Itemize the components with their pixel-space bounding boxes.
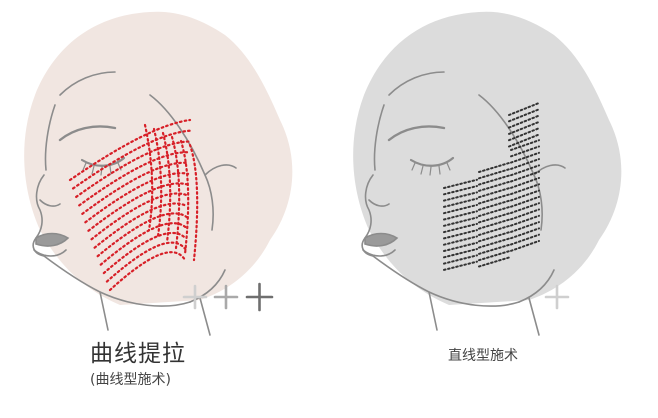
straight-dotted-line xyxy=(478,162,510,173)
straight-dotted-line xyxy=(443,241,478,252)
straight-dotted-line xyxy=(478,206,510,218)
straight-dotted-line xyxy=(510,221,540,233)
straight-dotted-line xyxy=(478,231,510,243)
straight-dotted-line xyxy=(510,214,540,227)
straight-dotted-line xyxy=(508,120,540,135)
straight-dotted-line xyxy=(510,208,540,221)
straight-dotted-line xyxy=(478,225,510,236)
straight-dotted-line xyxy=(443,254,478,265)
curved-dotted-line xyxy=(81,161,190,215)
straight-dotted-line xyxy=(443,178,478,189)
straight-dotted-line xyxy=(510,240,540,252)
curved-dotted-line xyxy=(102,231,187,275)
face-outline xyxy=(32,71,237,336)
straight-dotted-line xyxy=(510,233,540,246)
straight-dotted-line xyxy=(478,199,510,211)
straight-dotted-line xyxy=(478,180,510,192)
straight-dotted-line xyxy=(510,170,540,183)
straight-dotted-line xyxy=(478,187,510,199)
straight-dotted-line xyxy=(443,185,478,196)
straight-dotted-line xyxy=(508,133,540,148)
curved-lift-face-illustration xyxy=(24,11,293,336)
straight-dotted-line xyxy=(508,114,540,129)
straight-dotted-line xyxy=(510,189,540,202)
curved-dotted-lines xyxy=(68,118,199,292)
straight-dotted-line xyxy=(443,235,478,246)
straight-dotted-line xyxy=(443,197,478,208)
straight-dotted-line xyxy=(510,158,540,170)
plus-signs xyxy=(182,282,274,312)
straight-dotted-line xyxy=(508,108,540,123)
curved-dotted-line xyxy=(87,182,189,232)
plus-icon xyxy=(245,282,274,312)
curved-dotted-line xyxy=(90,192,189,241)
straight-dotted-line xyxy=(510,164,540,177)
straight-dotted-line xyxy=(510,227,540,240)
straight-dotted-line xyxy=(443,229,478,240)
curved-dotted-line xyxy=(170,135,181,250)
straight-dotted-line xyxy=(478,243,510,255)
curved-dotted-line xyxy=(84,172,190,224)
straight-dotted-line xyxy=(443,203,478,215)
straight-dotted-line xyxy=(478,250,510,262)
straight-dotted-line xyxy=(510,202,540,214)
curved-dotted-line xyxy=(96,212,188,258)
curved-lift-subtitle: (曲线型施术) xyxy=(90,372,171,388)
face-outline xyxy=(361,71,566,336)
hair-silhouette xyxy=(353,11,622,305)
straight-dotted-lines xyxy=(443,102,540,271)
straight-dotted-line xyxy=(510,195,540,208)
straight-dotted-line xyxy=(443,222,478,234)
curved-dotted-line xyxy=(108,251,187,292)
plus-icon xyxy=(213,284,239,310)
left-face-panel: 曲线提拉 (曲线型施术) xyxy=(24,11,293,388)
straight-dotted-line xyxy=(510,183,540,196)
curved-dotted-line xyxy=(143,123,154,232)
straight-dotted-line xyxy=(510,145,540,158)
straight-dotted-line xyxy=(443,191,478,202)
curved-dotted-line xyxy=(71,129,191,190)
curved-dotted-line xyxy=(75,140,191,199)
right-face-panel: 直线型施术 xyxy=(329,0,658,418)
straight-dotted-line xyxy=(478,237,510,249)
straight-dotted-line xyxy=(478,168,510,180)
straight-dotted-line xyxy=(510,177,540,189)
straight-dotted-line xyxy=(510,139,540,151)
straight-dotted-line xyxy=(478,212,510,224)
plus-icon xyxy=(544,284,570,310)
curved-dotted-line xyxy=(78,151,190,207)
curved-lift-title: 曲线提拉 xyxy=(90,341,186,367)
straight-dotted-line xyxy=(443,216,478,227)
straight-line-face-illustration xyxy=(353,11,622,336)
curved-dotted-line xyxy=(188,143,199,262)
straight-dotted-line xyxy=(478,218,510,230)
straight-dotted-line xyxy=(510,151,540,164)
straight-dotted-line xyxy=(443,210,478,221)
straight-line-title: 直线型施术 xyxy=(448,348,518,364)
curved-dotted-line xyxy=(68,118,192,182)
straight-dotted-line xyxy=(508,102,540,116)
straight-dotted-line xyxy=(443,248,478,259)
curved-dotted-line xyxy=(179,139,190,256)
curved-dotted-line xyxy=(161,131,172,244)
straight-dotted-line xyxy=(443,260,478,271)
curved-dotted-line xyxy=(105,241,187,283)
curved-dotted-line xyxy=(99,222,188,266)
plus-icon xyxy=(182,284,208,310)
plus-signs xyxy=(544,284,570,310)
straight-dotted-line xyxy=(478,193,510,205)
straight-dotted-line xyxy=(478,174,510,186)
curved-dotted-line xyxy=(152,127,163,238)
straight-dotted-line xyxy=(478,256,510,268)
straight-dotted-line xyxy=(508,127,540,142)
